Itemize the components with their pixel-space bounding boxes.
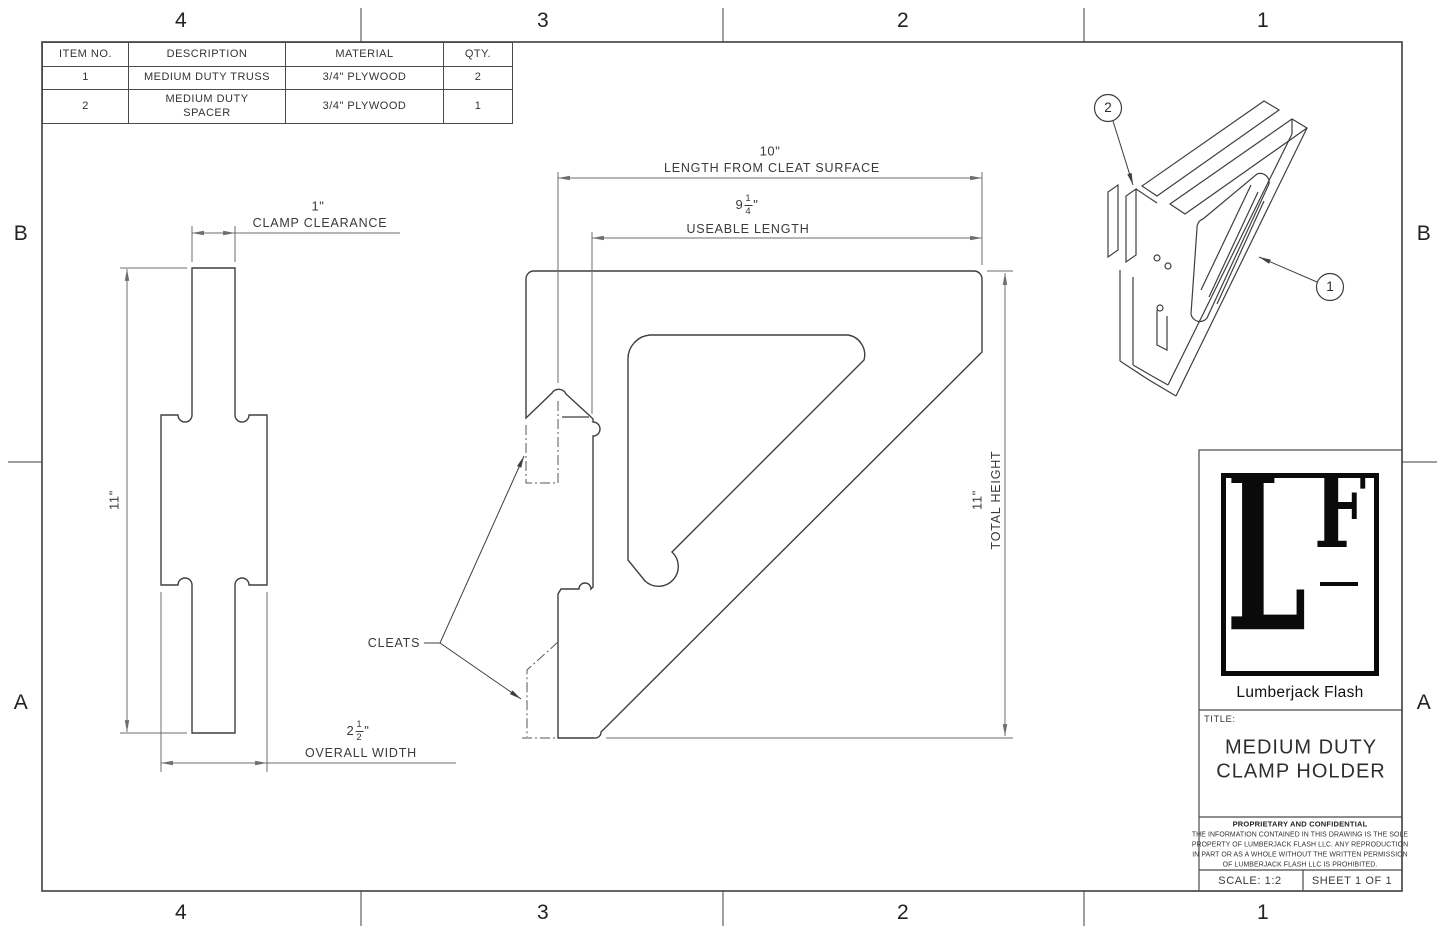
bom-cell-material: 3/4" PLYWOOD: [285, 89, 444, 124]
zone-row-right-a: A: [1416, 691, 1432, 714]
bom-cell-qty: 1: [443, 89, 513, 124]
zone-row-left-b: B: [13, 222, 29, 245]
bom-cell-item: 2: [42, 89, 129, 124]
balloon-circles: [1093, 93, 1345, 302]
zone-col-top-1: 1: [1256, 9, 1270, 32]
drawing-title-line1: MEDIUM DUTY: [1224, 736, 1378, 759]
bom-cell-material: 3/4" PLYWOOD: [285, 66, 444, 90]
zone-col-bottom-4: 4: [174, 901, 188, 924]
zone-row-left-a: A: [13, 691, 29, 714]
logo-underline-mark: [1320, 582, 1358, 586]
zone-col-top-2: 2: [896, 9, 910, 32]
cleat-phantom-lines: [522, 401, 559, 739]
isometric-view: [1093, 93, 1345, 397]
scale-field: SCALE: 1:2: [1218, 875, 1282, 887]
bom-cell-description: MEDIUM DUTY TRUSS: [128, 66, 286, 90]
bom-header-description: DESCRIPTION: [128, 42, 286, 67]
zone-col-top-3: 3: [536, 9, 550, 32]
logo-letter-l: L: [1226, 473, 1307, 676]
bom-cell-description: MEDIUM DUTY SPACER: [128, 89, 286, 124]
dim-total-height-label: TOTAL HEIGHT: [989, 450, 1003, 550]
zone-col-bottom-1: 1: [1256, 901, 1270, 924]
bom-table: ITEM NO. DESCRIPTION MATERIAL QTY. 1 MED…: [42, 42, 513, 124]
title-field-label: TITLE:: [1204, 714, 1236, 725]
side-view: [120, 226, 456, 772]
bom-cell-qty: 2: [443, 66, 513, 90]
dim-overall-width-label: OVERALL WIDTH: [304, 746, 418, 760]
drawing-title-line2: CLAMP HOLDER: [1216, 760, 1386, 783]
dim-total-height-value: 11": [969, 490, 985, 510]
cleats-leader-lines: [424, 455, 525, 700]
dim-clamp-clearance-label: CLAMP CLEARANCE: [252, 216, 388, 230]
zone-col-top-4: 4: [174, 9, 188, 32]
zone-row-right-b: B: [1416, 222, 1432, 245]
bom-header-item: ITEM NO.: [42, 42, 129, 67]
bom-row-1: 1 MEDIUM DUTY TRUSS 3/4" PLYWOOD 2: [42, 66, 513, 90]
confidential-line: OF LUMBERJACK FLASH LLC IS PROHIBITED.: [1222, 861, 1378, 869]
bom-header-material: MATERIAL: [285, 42, 444, 67]
zone-col-bottom-2: 2: [896, 901, 910, 924]
zone-col-bottom-3: 3: [536, 901, 550, 924]
dim-length-from-cleat-value: 10": [759, 143, 781, 159]
bom-header-qty: QTY.: [443, 42, 513, 67]
title-block-frame: [1198, 449, 1403, 892]
balloon-truss: 1: [1326, 279, 1334, 294]
dim-side-height-value: 11": [106, 490, 122, 510]
front-view: [424, 172, 1013, 739]
bom-cell-item: 1: [42, 66, 129, 90]
dim-clamp-clearance-value: 1": [311, 198, 325, 214]
balloon-spacer: 2: [1104, 100, 1112, 115]
bom-row-2: 2 MEDIUM DUTY SPACER 3/4" PLYWOOD 1: [42, 89, 513, 124]
cleats-label: CLEATS: [367, 636, 421, 650]
bom-header-row: ITEM NO. DESCRIPTION MATERIAL QTY.: [42, 42, 513, 67]
brand-name: Lumberjack Flash: [1236, 684, 1364, 701]
confidential-line: PROPERTY OF LUMBERJACK FLASH LLC. ANY RE…: [1191, 841, 1409, 849]
confidential-line: IN PART OR AS A WHOLE WITHOUT THE WRITTE…: [1192, 851, 1408, 859]
confidential-heading: PROPRIETARY AND CONFIDENTIAL: [1232, 819, 1368, 829]
dim-useable-length-label: USEABLE LENGTH: [686, 222, 810, 236]
dim-length-from-cleat-label: LENGTH FROM CLEAT SURFACE: [663, 161, 881, 175]
sheet-field: SHEET 1 OF 1: [1311, 875, 1393, 887]
confidential-line: THE INFORMATION CONTAINED IN THIS DRAWIN…: [1191, 831, 1409, 839]
logo-letter-f: F: [1314, 473, 1367, 572]
company-logo: L F: [1221, 473, 1379, 676]
